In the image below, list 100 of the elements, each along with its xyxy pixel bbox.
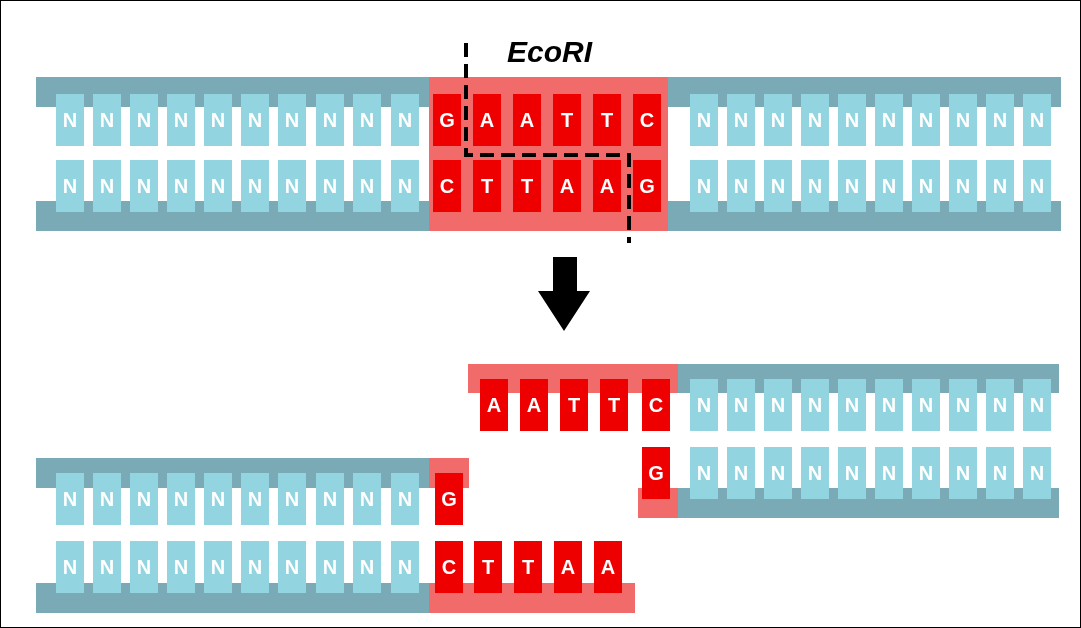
nucleotide-base: N (204, 160, 232, 212)
nucleotide-base: N (690, 94, 718, 146)
nucleotide-base: N (56, 473, 84, 525)
nucleotide-base: N (912, 447, 940, 499)
recognition-base: T (600, 379, 628, 431)
nucleotide-base: N (391, 160, 419, 212)
nucleotide-base: N (727, 94, 755, 146)
nucleotide-base: N (93, 541, 121, 593)
nucleotide-base: N (391, 473, 419, 525)
recognition-base: G (435, 473, 463, 525)
nucleotide-base: N (130, 541, 158, 593)
recognition-base: A (520, 379, 548, 431)
nucleotide-base: N (1023, 379, 1051, 431)
recognition-base: C (642, 379, 670, 431)
nucleotide-base: N (838, 160, 866, 212)
nucleotide-base: N (690, 379, 718, 431)
recognition-base: T (514, 541, 542, 593)
nucleotide-base: N (278, 94, 306, 146)
recognition-base: T (474, 541, 502, 593)
nucleotide-base: N (986, 379, 1014, 431)
nucleotide-base: N (1023, 94, 1051, 146)
nucleotide-base: N (241, 94, 269, 146)
nucleotide-base: N (875, 160, 903, 212)
recognition-base: A (473, 94, 501, 146)
nucleotide-base: N (130, 473, 158, 525)
recognition-base: C (433, 160, 461, 212)
nucleotide-base: N (204, 541, 232, 593)
nucleotide-base: N (93, 473, 121, 525)
nucleotide-base: N (875, 379, 903, 431)
recognition-base: G (633, 160, 661, 212)
nucleotide-base: N (93, 94, 121, 146)
nucleotide-base: N (56, 94, 84, 146)
nucleotide-base: N (949, 160, 977, 212)
recognition-base: A (553, 160, 581, 212)
nucleotide-base: N (167, 541, 195, 593)
nucleotide-base: N (727, 447, 755, 499)
nucleotide-base: N (391, 541, 419, 593)
recognition-base: A (554, 541, 582, 593)
nucleotide-base: N (912, 94, 940, 146)
nucleotide-base: N (838, 94, 866, 146)
nucleotide-base: N (241, 473, 269, 525)
nucleotide-base: N (56, 541, 84, 593)
recognition-base: G (433, 94, 461, 146)
nucleotide-base: N (167, 160, 195, 212)
nucleotide-base: N (727, 379, 755, 431)
nucleotide-base: N (1023, 447, 1051, 499)
nucleotide-base: N (353, 541, 381, 593)
nucleotide-base: N (801, 94, 829, 146)
nucleotide-base: N (690, 160, 718, 212)
nucleotide-base: N (167, 94, 195, 146)
recognition-base: A (593, 160, 621, 212)
nucleotide-base: N (278, 473, 306, 525)
nucleotide-base: N (1023, 160, 1051, 212)
nucleotide-base: N (241, 541, 269, 593)
nucleotide-base: N (130, 160, 158, 212)
recognition-base: G (642, 447, 670, 499)
nucleotide-base: N (838, 379, 866, 431)
nucleotide-base: N (93, 160, 121, 212)
nucleotide-base: N (690, 447, 718, 499)
nucleotide-base: N (986, 447, 1014, 499)
recognition-base: T (593, 94, 621, 146)
nucleotide-base: N (875, 447, 903, 499)
nucleotide-base: N (949, 94, 977, 146)
nucleotide-base: N (986, 160, 1014, 212)
nucleotide-base: N (278, 541, 306, 593)
nucleotide-base: N (912, 160, 940, 212)
nucleotide-base: N (353, 160, 381, 212)
nucleotide-base: N (764, 160, 792, 212)
nucleotide-base: N (241, 160, 269, 212)
recognition-base: T (553, 94, 581, 146)
nucleotide-base: N (801, 160, 829, 212)
recognition-base: T (473, 160, 501, 212)
recognition-base: T (513, 160, 541, 212)
nucleotide-base: N (764, 94, 792, 146)
nucleotide-base: N (801, 379, 829, 431)
nucleotide-base: N (949, 447, 977, 499)
nucleotide-base: N (801, 447, 829, 499)
nucleotide-base: N (56, 160, 84, 212)
nucleotide-base: N (316, 160, 344, 212)
nucleotide-base: N (353, 473, 381, 525)
nucleotide-base: N (727, 160, 755, 212)
recognition-base: C (435, 541, 463, 593)
nucleotide-base: N (838, 447, 866, 499)
nucleotide-base: N (316, 473, 344, 525)
recognition-base: T (560, 379, 588, 431)
recognition-base: A (594, 541, 622, 593)
nucleotide-base: N (204, 473, 232, 525)
nucleotide-base: N (764, 379, 792, 431)
nucleotide-base: N (986, 94, 1014, 146)
enzyme-name: EcoRI (507, 35, 593, 69)
nucleotide-base: N (167, 473, 195, 525)
nucleotide-base: N (316, 94, 344, 146)
nucleotide-base: N (130, 94, 158, 146)
nucleotide-base: N (278, 160, 306, 212)
nucleotide-base: N (204, 94, 232, 146)
nucleotide-base: N (391, 94, 419, 146)
nucleotide-base: N (353, 94, 381, 146)
nucleotide-base: N (875, 94, 903, 146)
recognition-base: A (513, 94, 541, 146)
nucleotide-base: N (764, 447, 792, 499)
